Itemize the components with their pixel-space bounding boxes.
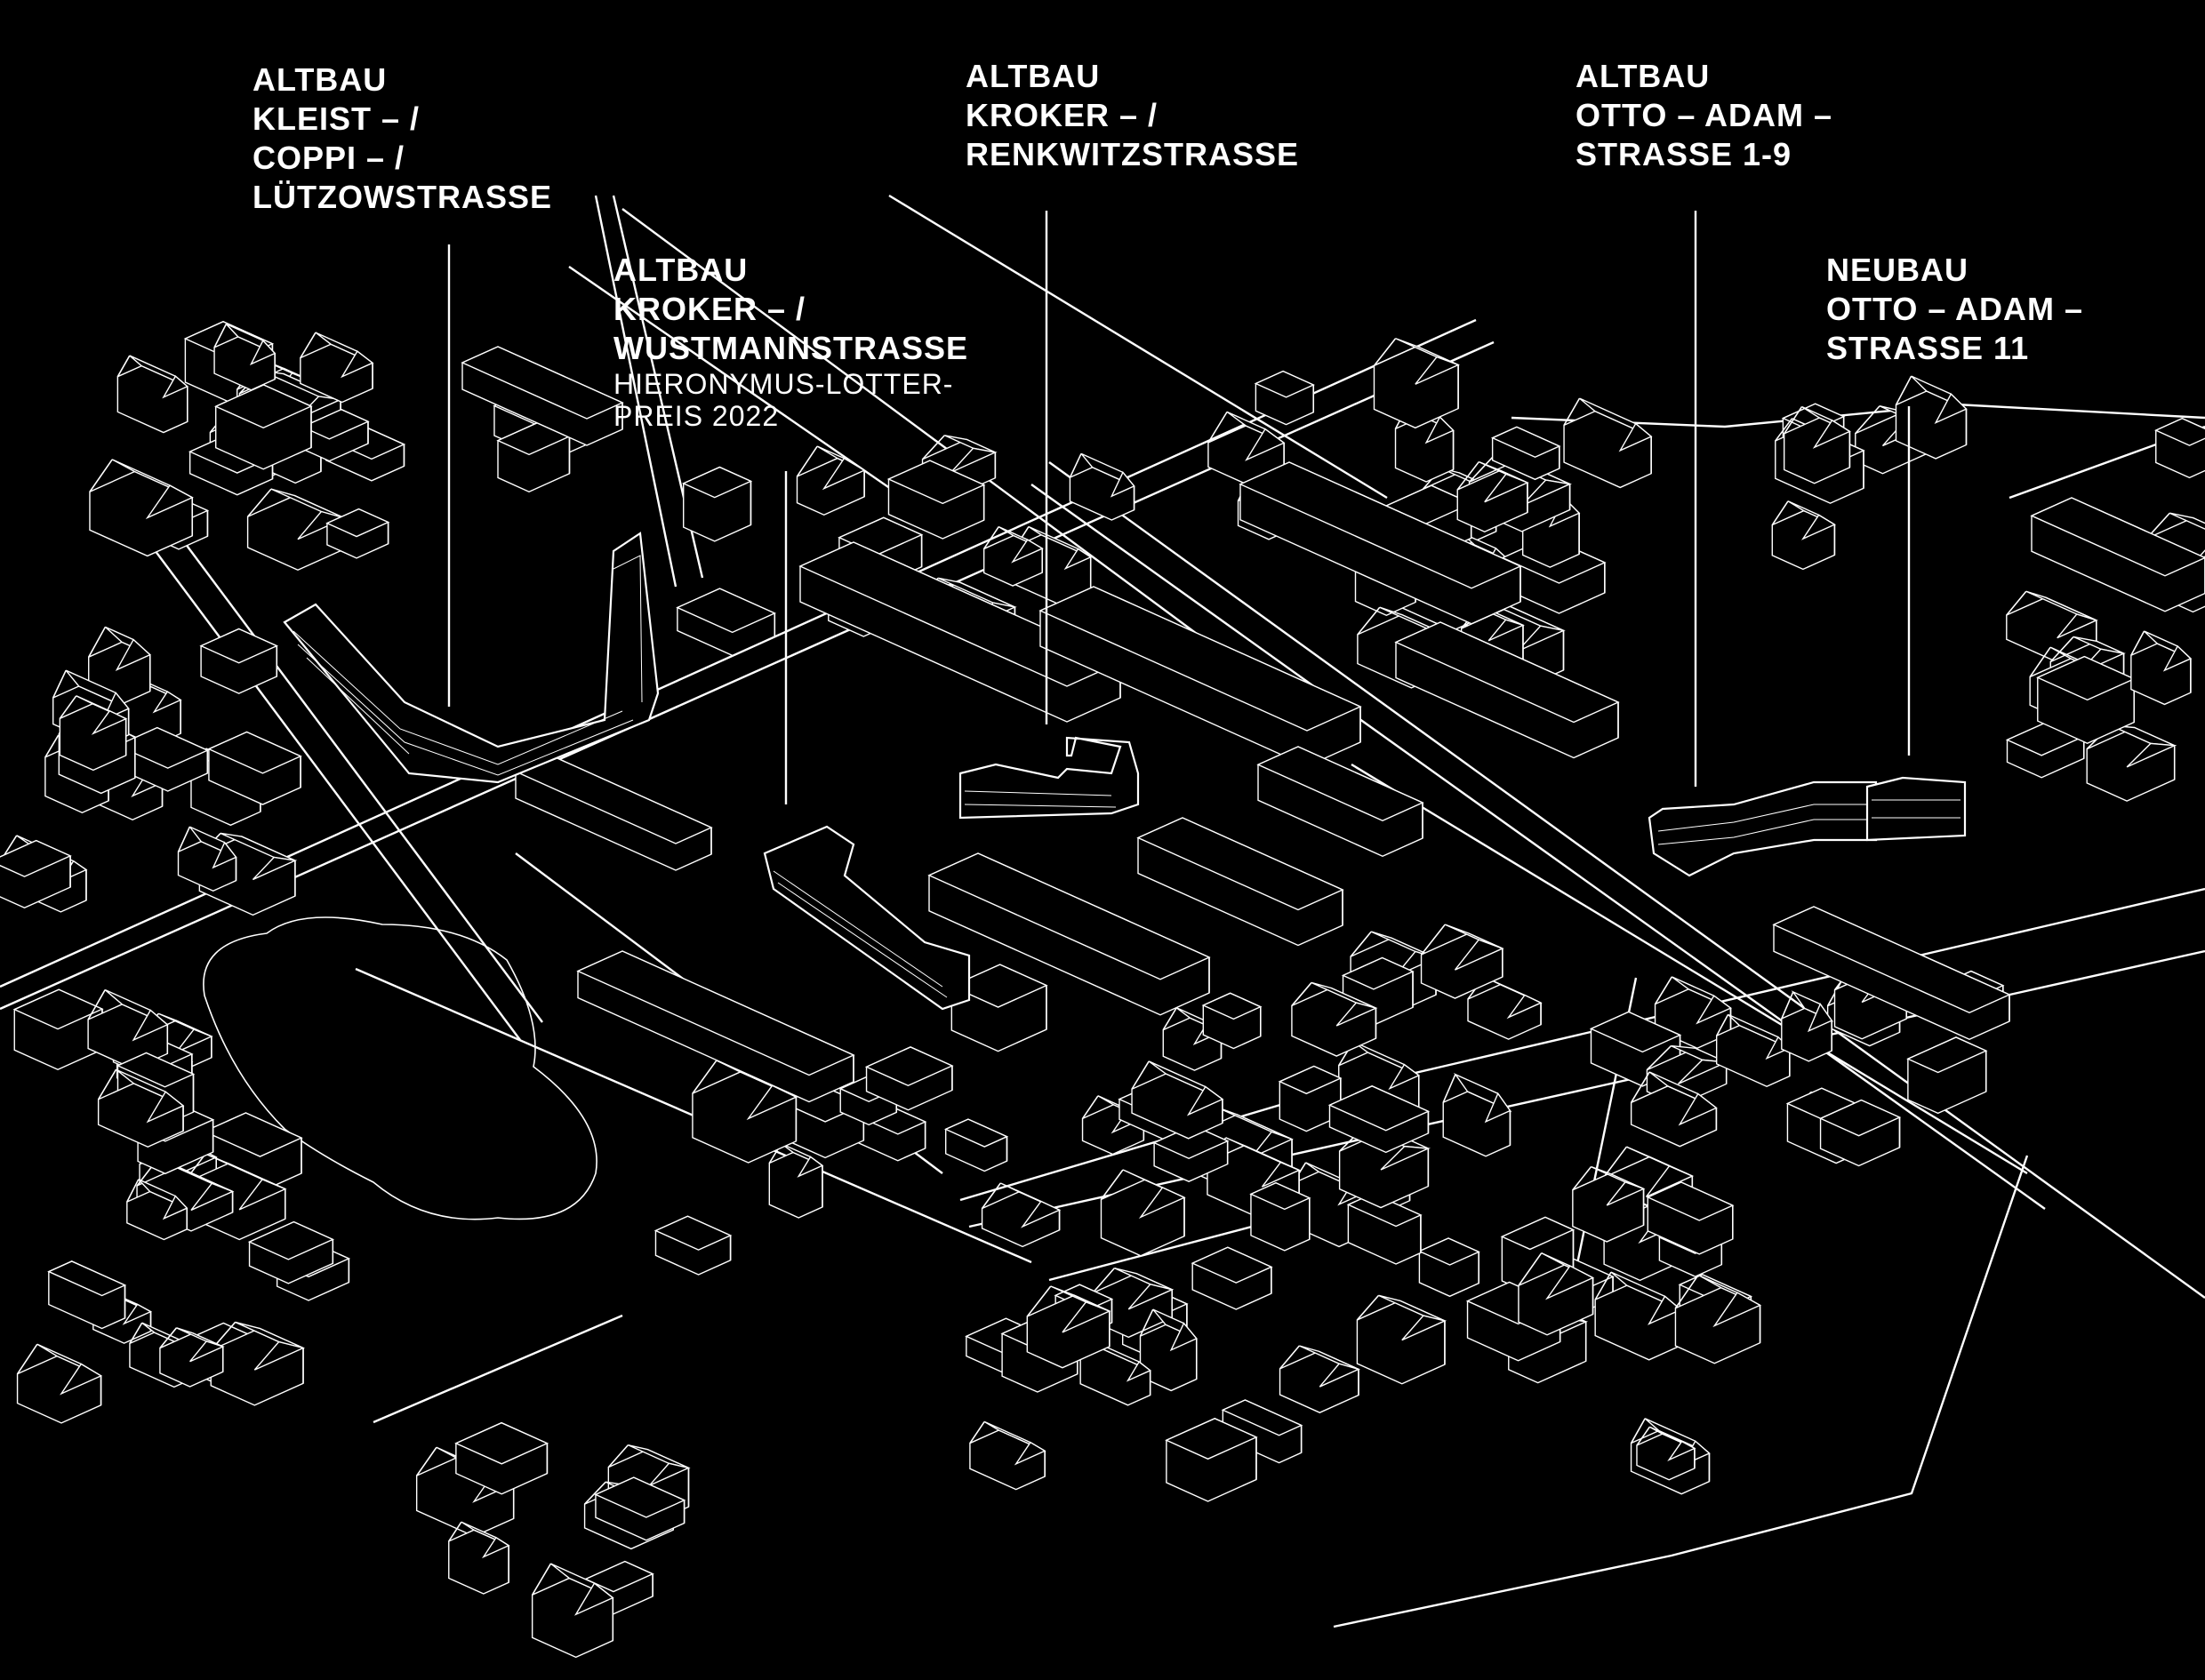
context-buildings xyxy=(0,321,2205,1659)
highlighted-buildings xyxy=(283,532,1967,1011)
label-line: ALTBAU xyxy=(1576,58,1711,94)
label-line: NEUBAU xyxy=(1826,252,1969,288)
label-line: KLEIST – / xyxy=(253,100,421,137)
building-otto-adam-neubau xyxy=(1865,776,1967,842)
label-line: LÜTZOWSTRASSE xyxy=(253,179,552,215)
building-kroker-wustmann xyxy=(763,825,971,1011)
label-line: STRASSE 1-9 xyxy=(1576,136,1792,172)
label-altbau-kleist-coppi-luetzow: ALTBAU KLEIST – / COPPI – / LÜTZOWSTRASS… xyxy=(253,60,552,217)
award-line: HIERONYMUS-LOTTER- xyxy=(613,368,954,400)
building-otto-adam-altbau xyxy=(1648,780,1878,877)
label-altbau-kroker-renkwitz: ALTBAU KROKER – / RENKWITZSTRASSE xyxy=(966,57,1299,174)
award-line: PREIS 2022 xyxy=(613,400,780,432)
label-neubau-otto-adam: NEUBAU OTTO – ADAM – STRASSE 11 xyxy=(1826,251,2083,368)
building-kleist-coppi-luetzow xyxy=(283,532,660,784)
label-line: ALTBAU xyxy=(253,61,388,98)
label-line: RENKWITZSTRASSE xyxy=(966,136,1299,172)
label-line: COPPI – / xyxy=(253,140,405,176)
label-altbau-kroker-wustmann: ALTBAU KROKER – / WUSTMANNSTRASSE HIERON… xyxy=(613,251,968,432)
building-kroker-renkwitz xyxy=(958,736,1140,820)
label-line: KROKER – / xyxy=(613,291,806,327)
label-line: STRASSE 11 xyxy=(1826,330,2030,366)
label-line: OTTO – ADAM – xyxy=(1576,97,1833,133)
label-line: KROKER – / xyxy=(966,97,1159,133)
label-line: ALTBAU xyxy=(613,252,749,288)
label-line: OTTO – ADAM – xyxy=(1826,291,2084,327)
label-line: ALTBAU xyxy=(966,58,1101,94)
label-leader-lines xyxy=(447,211,1911,804)
label-line: WUSTMANNSTRASSE xyxy=(613,330,968,366)
label-altbau-otto-adam: ALTBAU OTTO – ADAM – STRASSE 1-9 xyxy=(1576,57,1832,174)
